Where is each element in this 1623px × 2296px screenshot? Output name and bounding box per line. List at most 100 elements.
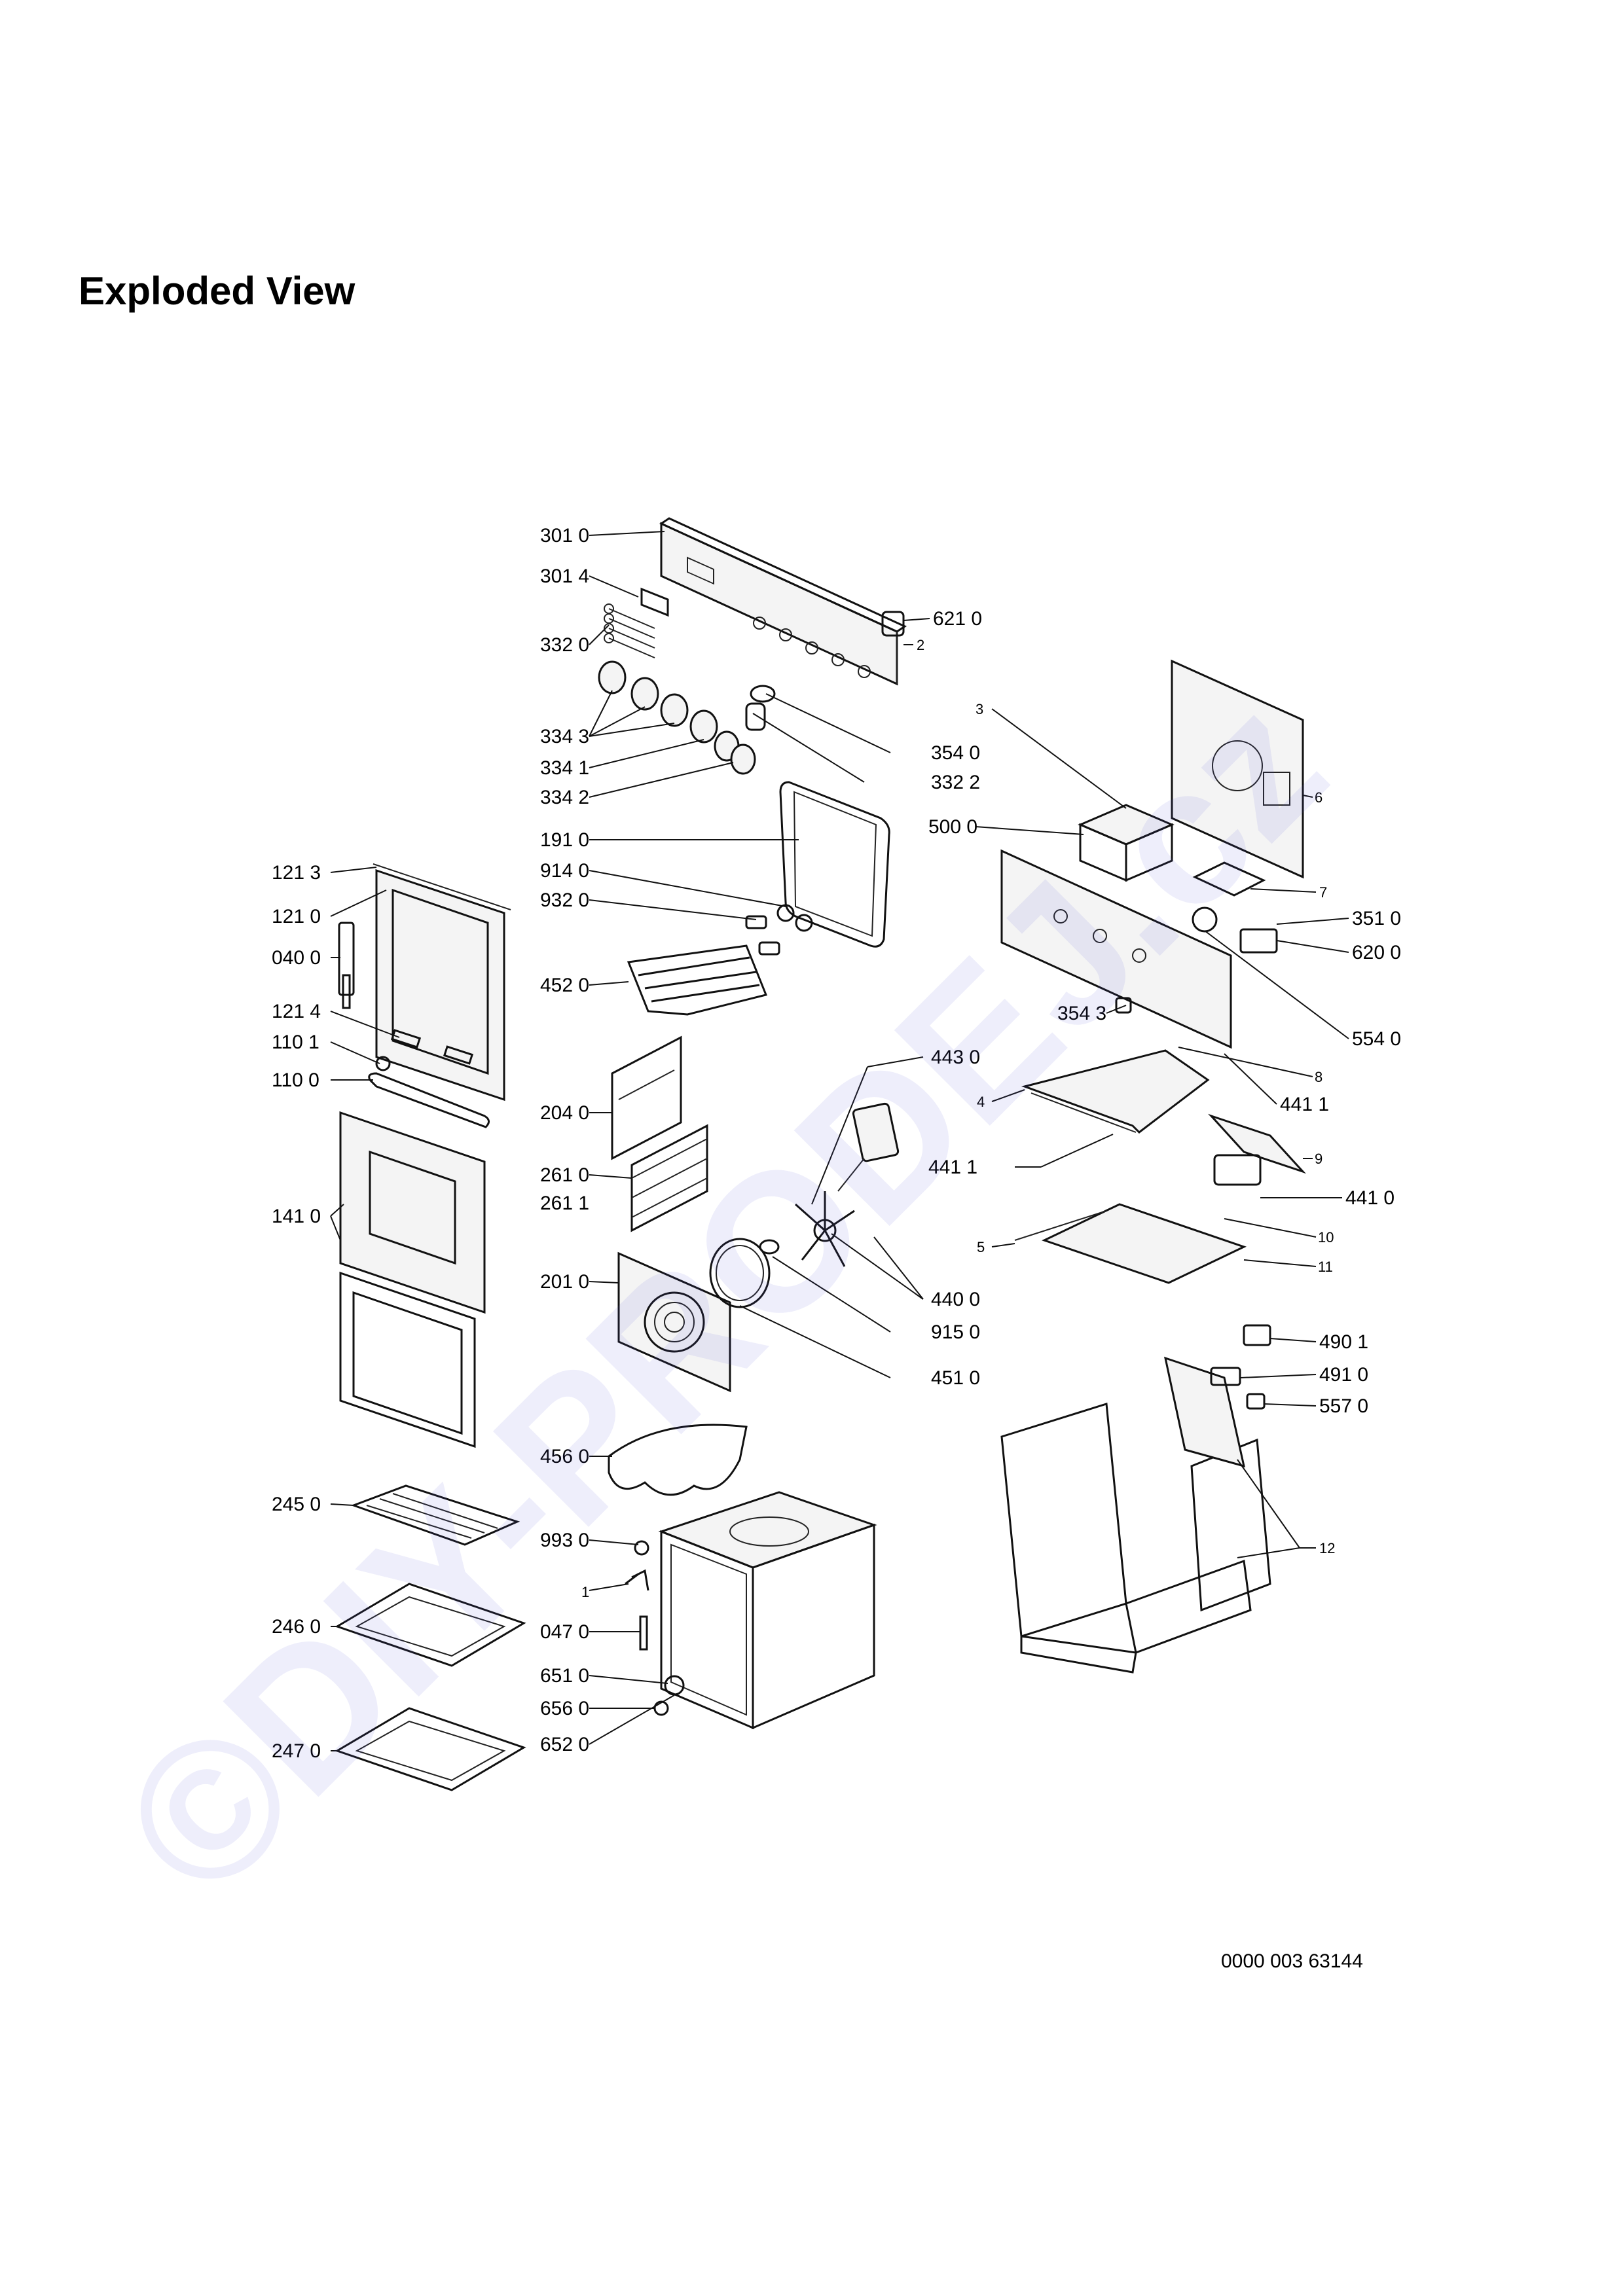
callout-4: 4 — [977, 1094, 985, 1110]
page-title: Exploded View — [79, 269, 356, 313]
baking-tray-part — [335, 1583, 526, 1667]
callout-3343: 334 3 — [540, 726, 589, 747]
terminal-block-part — [1239, 928, 1278, 954]
connector-491-part — [1210, 1367, 1241, 1386]
callout-3: 3 — [976, 701, 983, 717]
callout-3543: 354 3 — [1057, 1003, 1106, 1024]
control-panel-part — [659, 517, 907, 686]
fan-motor-441-part — [1213, 1154, 1262, 1186]
callout-4901: 490 1 — [1319, 1331, 1368, 1353]
top-cover-part — [1021, 1049, 1210, 1134]
callout-2040: 204 0 — [540, 1102, 589, 1124]
callout-1100: 110 0 — [272, 1069, 319, 1091]
callout-4520: 452 0 — [540, 975, 589, 996]
callout-4410: 441 0 — [1345, 1187, 1395, 1209]
rail-part — [639, 1615, 648, 1651]
callout-4430: 443 0 — [931, 1047, 980, 1068]
callout-9320: 932 0 — [540, 889, 589, 911]
callout-1101: 110 1 — [272, 1031, 319, 1053]
ring-heater-part — [709, 1238, 771, 1308]
callout-9930: 993 0 — [540, 1530, 589, 1551]
thermostat-part — [1192, 906, 1218, 933]
hinge-part — [338, 922, 355, 996]
callout-6: 6 — [1315, 789, 1322, 806]
callout-3010: 301 0 — [540, 525, 589, 547]
callout-3322: 332 2 — [931, 772, 980, 793]
switch-part — [881, 611, 905, 637]
document-number: 0000 003 63144 — [1221, 1950, 1363, 1972]
callout-3341: 334 1 — [540, 757, 589, 779]
callout-1210: 121 0 — [272, 906, 321, 927]
callout-5540: 554 0 — [1352, 1028, 1401, 1050]
callout-1410: 141 0 — [272, 1206, 321, 1227]
shelf-support-part — [611, 1035, 682, 1160]
indicator-lens-part — [745, 702, 766, 731]
clip-part — [625, 1569, 649, 1591]
callout-3510: 351 0 — [1352, 908, 1401, 929]
bottom-plate-part — [1042, 1203, 1247, 1284]
fittings-part — [745, 904, 813, 956]
indicator-light-part — [750, 685, 776, 703]
shelf-runners-part — [630, 1124, 708, 1232]
callout-6520: 652 0 — [540, 1734, 589, 1755]
cooling-fan-part — [1208, 1113, 1306, 1174]
oven-cavity-part — [658, 1491, 877, 1730]
deep-tray-part — [335, 1707, 526, 1791]
door-gasket-part — [779, 781, 890, 948]
door-frame-part — [373, 863, 511, 1102]
fan-cover-part — [617, 1251, 731, 1393]
callout-9: 9 — [1315, 1151, 1322, 1167]
callout-5000: 500 0 — [928, 816, 977, 838]
top-heater-part — [627, 944, 768, 1016]
rear-panel-part — [1171, 659, 1304, 879]
callout-3014: 301 4 — [540, 565, 589, 587]
grid-shelf-part — [350, 1484, 520, 1546]
callout-2470: 247 0 — [272, 1740, 321, 1762]
fan-motor-part — [837, 1102, 900, 1192]
callout-1: 1 — [581, 1584, 589, 1600]
callout-3320: 332 0 — [540, 634, 589, 656]
lamp-part — [634, 1540, 649, 1556]
display-part — [640, 587, 669, 617]
callout-6200: 620 0 — [1352, 942, 1401, 963]
timer-part — [1078, 804, 1175, 882]
callout-1910: 191 0 — [540, 829, 589, 851]
callout-4400: 440 0 — [931, 1289, 980, 1310]
callout-0470: 047 0 — [540, 1621, 589, 1643]
door-handle-part — [368, 1072, 490, 1128]
callout-4560: 456 0 — [540, 1446, 589, 1467]
callout-5: 5 — [977, 1239, 985, 1255]
callout-1214: 121 4 — [272, 1001, 321, 1022]
leader-lines — [330, 531, 1349, 1751]
buttons-part — [604, 603, 655, 658]
filter-557-part — [1246, 1393, 1266, 1410]
callout-2460: 246 0 — [272, 1616, 321, 1638]
door-glass-part — [339, 1111, 486, 1448]
terminal-490-part — [1243, 1324, 1271, 1346]
callout-2611: 261 1 — [540, 1193, 589, 1214]
transformer-part — [1192, 861, 1266, 897]
callout-1213: 121 3 — [272, 862, 321, 884]
callout-3540: 354 0 — [931, 742, 980, 764]
cross-rail-part — [1000, 849, 1232, 1049]
callout-9140: 914 0 — [540, 860, 589, 882]
side-panel-part — [1163, 1356, 1246, 1468]
callout-8: 8 — [1315, 1069, 1322, 1085]
callout-2010: 201 0 — [540, 1271, 589, 1293]
callout-2450: 245 0 — [272, 1494, 321, 1515]
callout-2: 2 — [917, 637, 924, 653]
callout-4411a: 441 1 — [1280, 1094, 1329, 1115]
callout-6210: 621 0 — [933, 608, 982, 630]
callout-12: 12 — [1319, 1540, 1335, 1556]
fan-blade-part — [759, 1191, 855, 1267]
callout-4510: 451 0 — [931, 1367, 980, 1389]
lamp-holder-part — [664, 1675, 685, 1696]
knobs-part — [598, 660, 756, 775]
callout-4411b: 441 1 — [928, 1157, 977, 1178]
callout-6510: 651 0 — [540, 1665, 589, 1687]
callout-3342: 334 2 — [540, 787, 589, 808]
callout-10: 10 — [1318, 1229, 1334, 1246]
callout-11: 11 — [1318, 1259, 1333, 1275]
light-part — [1115, 997, 1132, 1014]
